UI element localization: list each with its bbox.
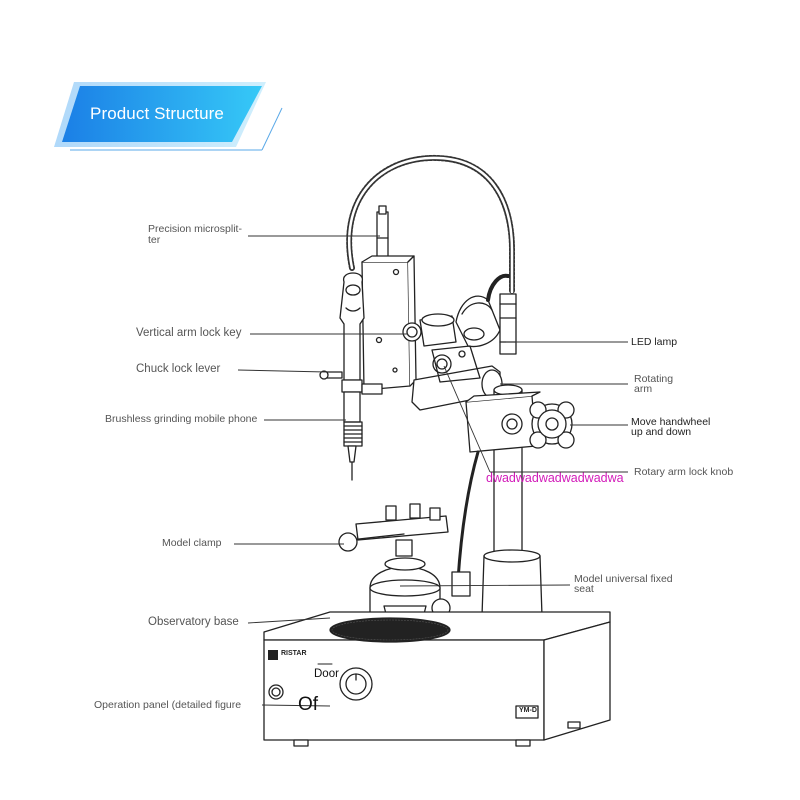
label-chuck-lock-lever: Chuck lock lever <box>136 363 221 375</box>
leader-observatory-base <box>247 617 331 624</box>
label-vertical-arm-lock-key: Vertical arm lock key <box>136 327 242 339</box>
vertical-arm-lock-knob <box>402 322 422 342</box>
label-model-fixed-seat-line2: seat <box>574 583 594 595</box>
label-model-clamp: Model clamp <box>162 537 222 549</box>
label-led-lamp: LED lamp <box>631 336 678 348</box>
leader-operation-panel <box>261 704 331 707</box>
label-rotating-arm-line2: arm <box>634 383 653 395</box>
banner-shape <box>62 86 262 142</box>
leader-rotary-arm-lock-knob-diag <box>443 365 491 473</box>
banner <box>54 82 283 151</box>
label-brushless-grinding: Brushless grinding mobile phone <box>105 413 258 425</box>
label-precision-microsplitter-line2: ter <box>148 234 161 246</box>
overlay-door-text: Door <box>314 668 339 680</box>
column-base <box>481 555 543 617</box>
label-rotating-arm-line1: Rotating <box>634 373 674 385</box>
leader-lines <box>234 235 628 707</box>
banner-title: Product Structure <box>90 104 224 123</box>
column-housing <box>465 395 537 453</box>
device-brand: RISTAR <box>281 650 307 657</box>
leader-chuck-lock-lever <box>237 369 327 373</box>
vertical-arm-block <box>361 261 411 391</box>
label-model-fixed-seat-line1: Model universal fixed <box>574 573 673 585</box>
device-model-badge: YM-D <box>519 707 537 714</box>
label-observatory-base: Observatory base <box>148 616 239 628</box>
leader-universal-fixed-seat <box>399 584 571 587</box>
move-handwheel <box>529 401 575 449</box>
operation-panel <box>268 663 539 719</box>
label-operation-panel: Operation panel (detailed figure <box>94 699 242 711</box>
observatory-base <box>263 611 611 747</box>
label-precision-microsplitter-line1: Precision microsplit- <box>148 223 242 235</box>
overlay-magenta-text: dwadwadwadwadwadwa <box>486 471 624 485</box>
label-move-handwheel-line1: Move handwheel <box>631 416 711 428</box>
model-clamp <box>338 503 449 557</box>
overlay-of-text: Of <box>298 694 319 715</box>
handpiece-grip <box>343 425 363 443</box>
banner-underline-diag <box>261 107 283 151</box>
label-rotary-arm-lock-knob: Rotary arm lock knob <box>634 466 734 478</box>
handpiece <box>339 272 365 381</box>
label-move-handwheel-line2: up and down <box>631 426 692 438</box>
brand-logo <box>268 650 278 660</box>
